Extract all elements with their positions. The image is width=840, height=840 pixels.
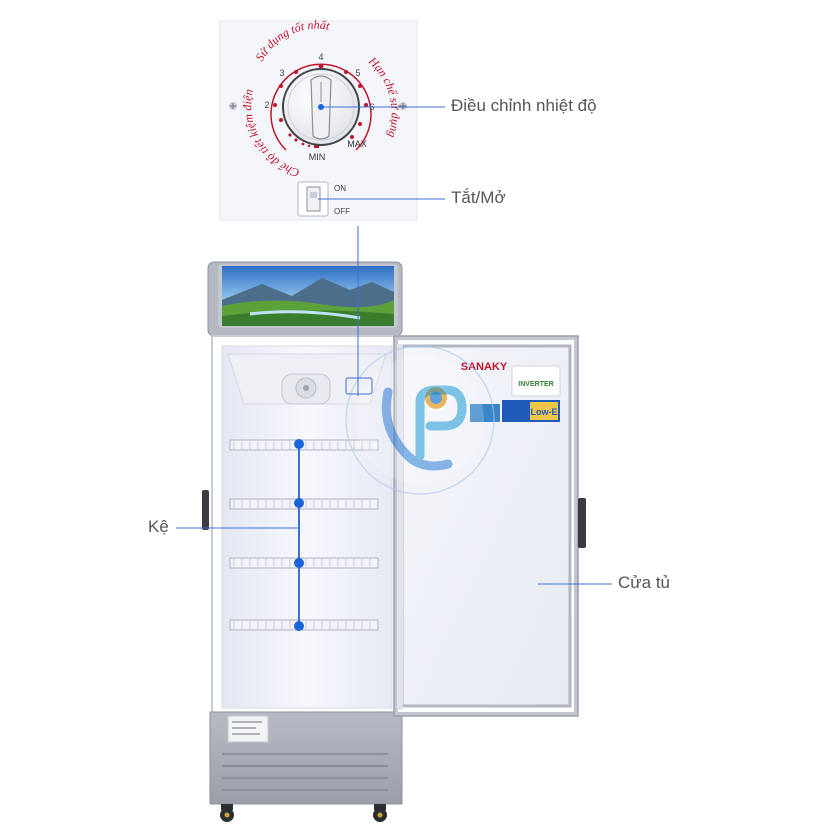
fridge: SANAKY INVERTER Low-E: [202, 261, 586, 822]
thermostat-scale: 1 2 3 4 5 6 MIN MAX: [264, 52, 374, 162]
shelf-1: [229, 439, 379, 451]
spec-label: [227, 715, 269, 743]
caster-left: [220, 804, 234, 822]
brand-logo: SANAKY: [461, 361, 508, 373]
dial-max-label: MAX: [347, 139, 367, 149]
callout-power-switch: [318, 198, 445, 396]
shelf-label: Kệ: [148, 517, 169, 536]
inverter-sticker: INVERTER: [518, 381, 553, 388]
shelf-4: [229, 619, 379, 631]
top-light-panel: [207, 261, 403, 337]
switch-off-label: OFF: [334, 207, 350, 216]
control-panel: 1 2 3 4 5 6 MIN MAX Sử dụng tốt nhất Hạn…: [219, 18, 418, 221]
callout-shelf: [176, 439, 304, 631]
dial-number-2: 2: [264, 100, 269, 110]
switch-on-label: ON: [334, 184, 346, 193]
power-switch-label: Tắt/Mở: [451, 188, 506, 207]
panel-screw-left: [229, 102, 237, 110]
dial-number-5: 5: [355, 68, 360, 78]
callout-thermostat: [318, 104, 445, 110]
panel-screw-right: [399, 102, 407, 110]
dial-number-3: 3: [279, 68, 284, 78]
fan-unit: [281, 373, 331, 405]
door-handle-right[interactable]: [578, 498, 586, 548]
fridge-base: [209, 711, 403, 805]
dial-number-4: 4: [318, 52, 323, 62]
thermostat-label: Điều chỉnh nhiệt độ: [451, 96, 597, 115]
vp-watermark-logo: [345, 345, 495, 495]
door-handle-left[interactable]: [202, 490, 209, 530]
shelf-2: [229, 498, 379, 510]
door-label: Cửa tủ: [618, 573, 671, 592]
landscape-picture: [222, 266, 394, 326]
low-e-sticker: Low-E: [531, 407, 558, 417]
cabinet-interior: [221, 345, 393, 709]
caster-right: [373, 804, 387, 822]
dial-min-label: MIN: [309, 152, 326, 162]
vent-grille: [222, 752, 388, 792]
glass-door[interactable]: SANAKY INVERTER Low-E: [393, 335, 579, 717]
